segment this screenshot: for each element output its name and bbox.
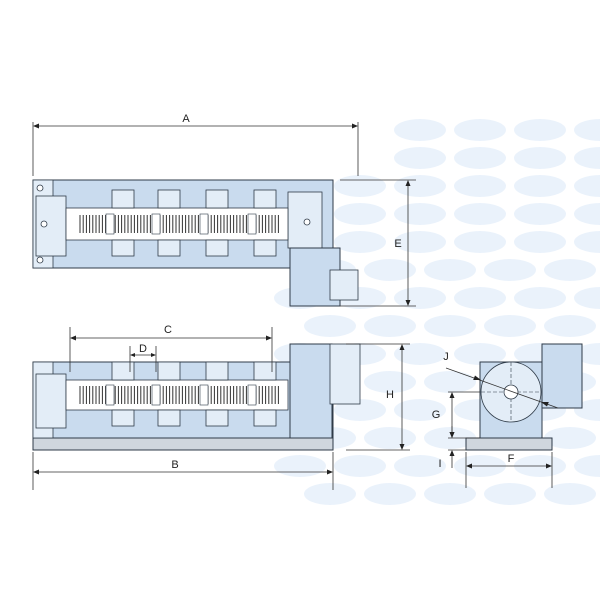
dimension-H: H [346, 343, 410, 451]
side-view-base [465, 437, 553, 451]
dimension-A: A [32, 113, 359, 176]
dimension-I: I [438, 426, 466, 470]
dimension-E: E [340, 179, 416, 307]
dimension-J: J [443, 351, 559, 409]
dimension-label-I: I [438, 458, 441, 470]
dimension-D: D [129, 343, 157, 372]
dimension-label-H: H [386, 389, 394, 401]
dimension-B: B [32, 452, 334, 490]
dimension-F: F [465, 452, 553, 488]
dimension-C: C [69, 324, 273, 372]
dimension-label-G: G [432, 409, 441, 421]
dimension-label-F: F [508, 453, 515, 465]
dimension-label-A: A [182, 113, 190, 125]
front-view [32, 343, 361, 451]
dimension-label-B: B [171, 459, 178, 471]
top-view [32, 179, 359, 307]
dimension-label-C: C [164, 324, 172, 336]
dimension-label-D: D [139, 343, 147, 355]
front-view-base [32, 437, 334, 451]
dimension-label-E: E [394, 238, 401, 250]
side-view [465, 343, 583, 451]
dimension-label-J: J [443, 351, 449, 363]
